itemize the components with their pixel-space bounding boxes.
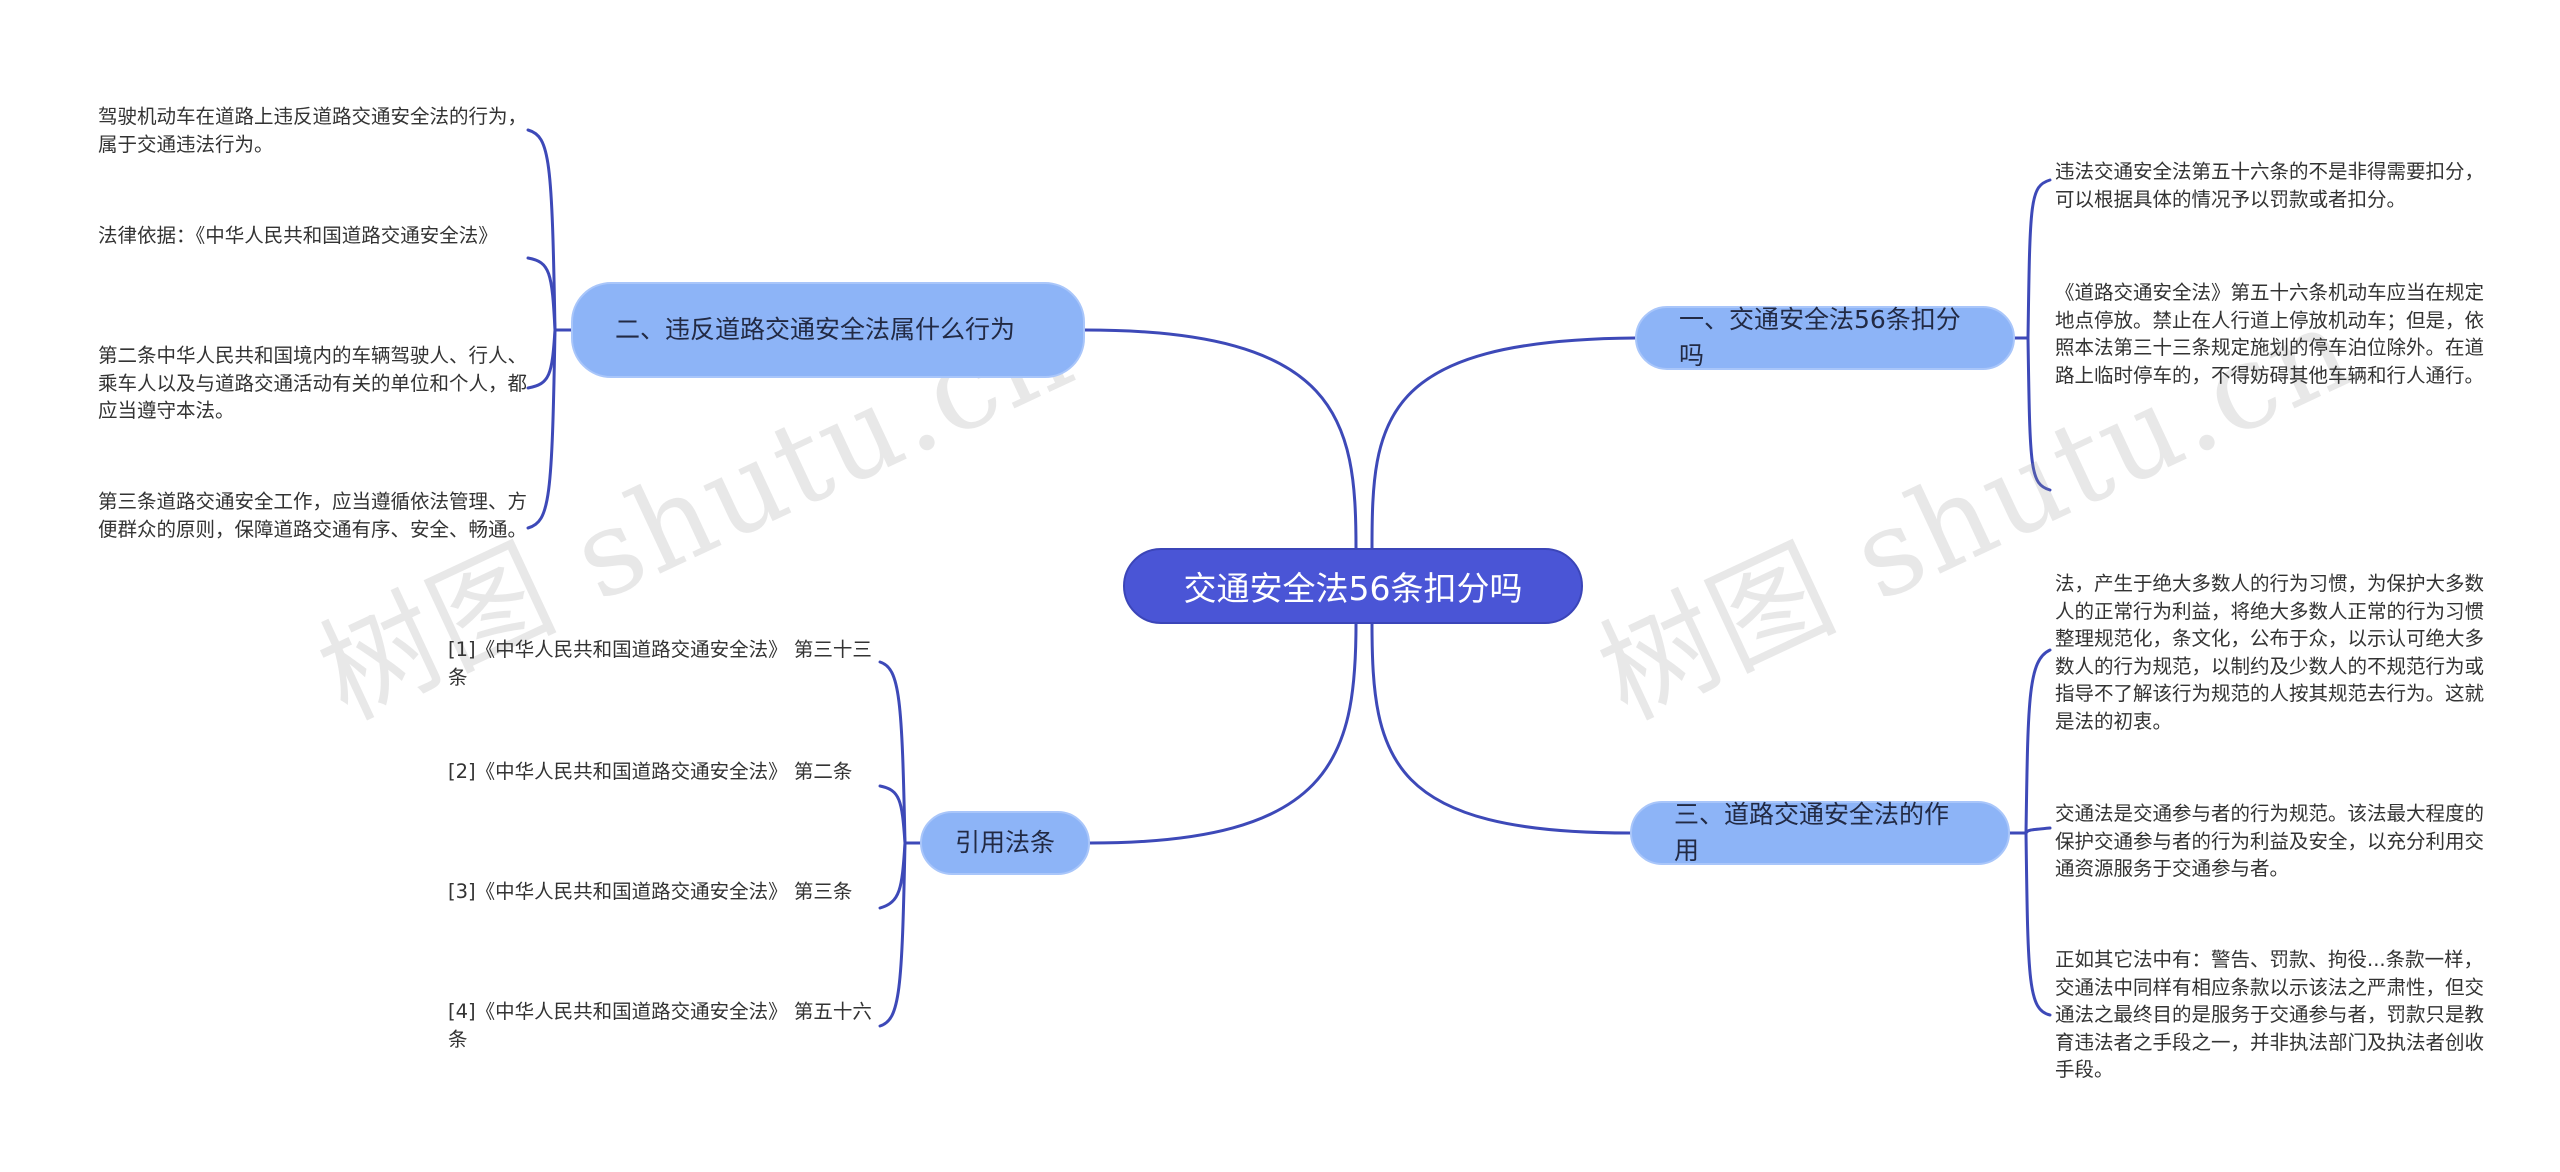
link-root-b2	[1083, 328, 1358, 550]
link-root-b1	[1370, 336, 1637, 550]
b4-leaf-1: [1]《中华人民共和国道路交通安全法》 第三十三条	[448, 638, 872, 689]
b4-leaf-2: [2]《中华人民共和国道路交通安全法》 第二条	[448, 760, 853, 783]
b2-leaf-1: 驾驶机动车在道路上违反道路交通安全法的行为，属于交通违法行为。	[98, 105, 528, 156]
link-b1-leaf-1	[2026, 178, 2052, 340]
b3-leaf-2: 交通法是交通参与者的行为规范。该法最大程度的保护交通参与者的行为利益及安全，以充…	[2055, 802, 2485, 880]
b4-leaf-3: [3]《中华人民共和国道路交通安全法》 第三条	[448, 880, 853, 903]
branch-1[interactable]: 一、交通安全法56条扣分吗	[1635, 305, 2015, 370]
link-b2-leaf-3	[526, 328, 557, 390]
link-b2-leaf-2	[526, 256, 557, 332]
link-b3-leaf-2	[2024, 826, 2052, 835]
b2-leaf-3: 第二条中华人民共和国境内的车辆驾驶人、行人、乘车人以及与道路交通活动有关的单位和…	[98, 344, 528, 422]
branch-3[interactable]: 三、道路交通安全法的作用	[1630, 800, 2010, 865]
link-b2-leaf-1	[526, 128, 557, 332]
b3-leaf-1: 法，产生于绝大多数人的行为习惯，为保护大多数人的正常行为利益，将绝大多数人正常的…	[2055, 572, 2485, 733]
b2-leaf-4: 第三条道路交通安全工作，应当遵循依法管理、方便群众的原则，保障道路交通有序、安全…	[98, 490, 528, 541]
b1-leaf-1: 违法交通安全法第五十六条的不是非得需要扣分，可以根据具体的情况予以罚款或者扣分。	[2055, 160, 2485, 211]
link-b4-leaf-1	[878, 660, 907, 845]
link-b4-leaf-3	[878, 841, 907, 910]
link-b3-leaf-1	[2024, 648, 2052, 835]
link-b4-leaf-2	[878, 784, 907, 845]
link-b2-leaf-4	[526, 328, 557, 530]
link-root-b3	[1370, 622, 1632, 835]
link-b4-leaf-4	[878, 841, 907, 1028]
b1-leaf-2: 《道路交通安全法》第五十六条机动车应当在规定地点停放。禁止在人行道上停放机动车；…	[2055, 281, 2485, 387]
link-b3-leaf-3	[2024, 831, 2052, 1017]
root-topic[interactable]: 交通安全法56条扣分吗	[1123, 548, 1583, 624]
link-b1-leaf-2	[2026, 336, 2052, 492]
b3-leaf-3: 正如其它法中有：警告、罚款、拘役...条款一样，交通法中同样有相应条款以示该法之…	[2055, 948, 2485, 1081]
link-root-b4	[1088, 622, 1358, 845]
b2-leaf-2: 法律依据：《中华人民共和国道路交通安全法》	[98, 224, 498, 247]
branch-2[interactable]: 二、违反道路交通安全法属什么行为	[571, 282, 1085, 378]
branch-4[interactable]: 引用法条	[920, 811, 1090, 875]
b4-leaf-4: [4]《中华人民共和国道路交通安全法》 第五十六条	[448, 1000, 872, 1051]
